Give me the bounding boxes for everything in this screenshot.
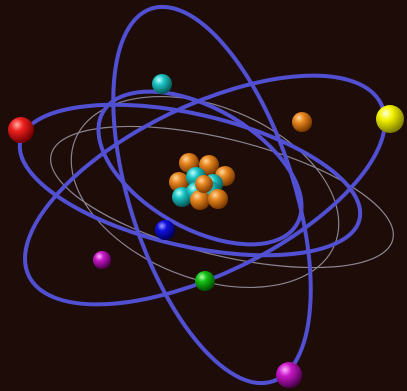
magenta-electron-large xyxy=(276,362,302,388)
nucleus xyxy=(169,153,235,210)
cyan-electron xyxy=(152,74,172,94)
green-electron xyxy=(195,271,215,291)
red-electron xyxy=(8,117,34,143)
orange-electron xyxy=(292,112,312,132)
nucleus-particle xyxy=(195,175,213,193)
yellow-electron xyxy=(376,105,404,133)
nucleus-particle xyxy=(190,190,210,210)
electrons xyxy=(8,74,404,388)
nucleus-particle xyxy=(208,189,228,209)
magenta-electron-small xyxy=(93,251,111,269)
blue-electron xyxy=(155,220,175,240)
